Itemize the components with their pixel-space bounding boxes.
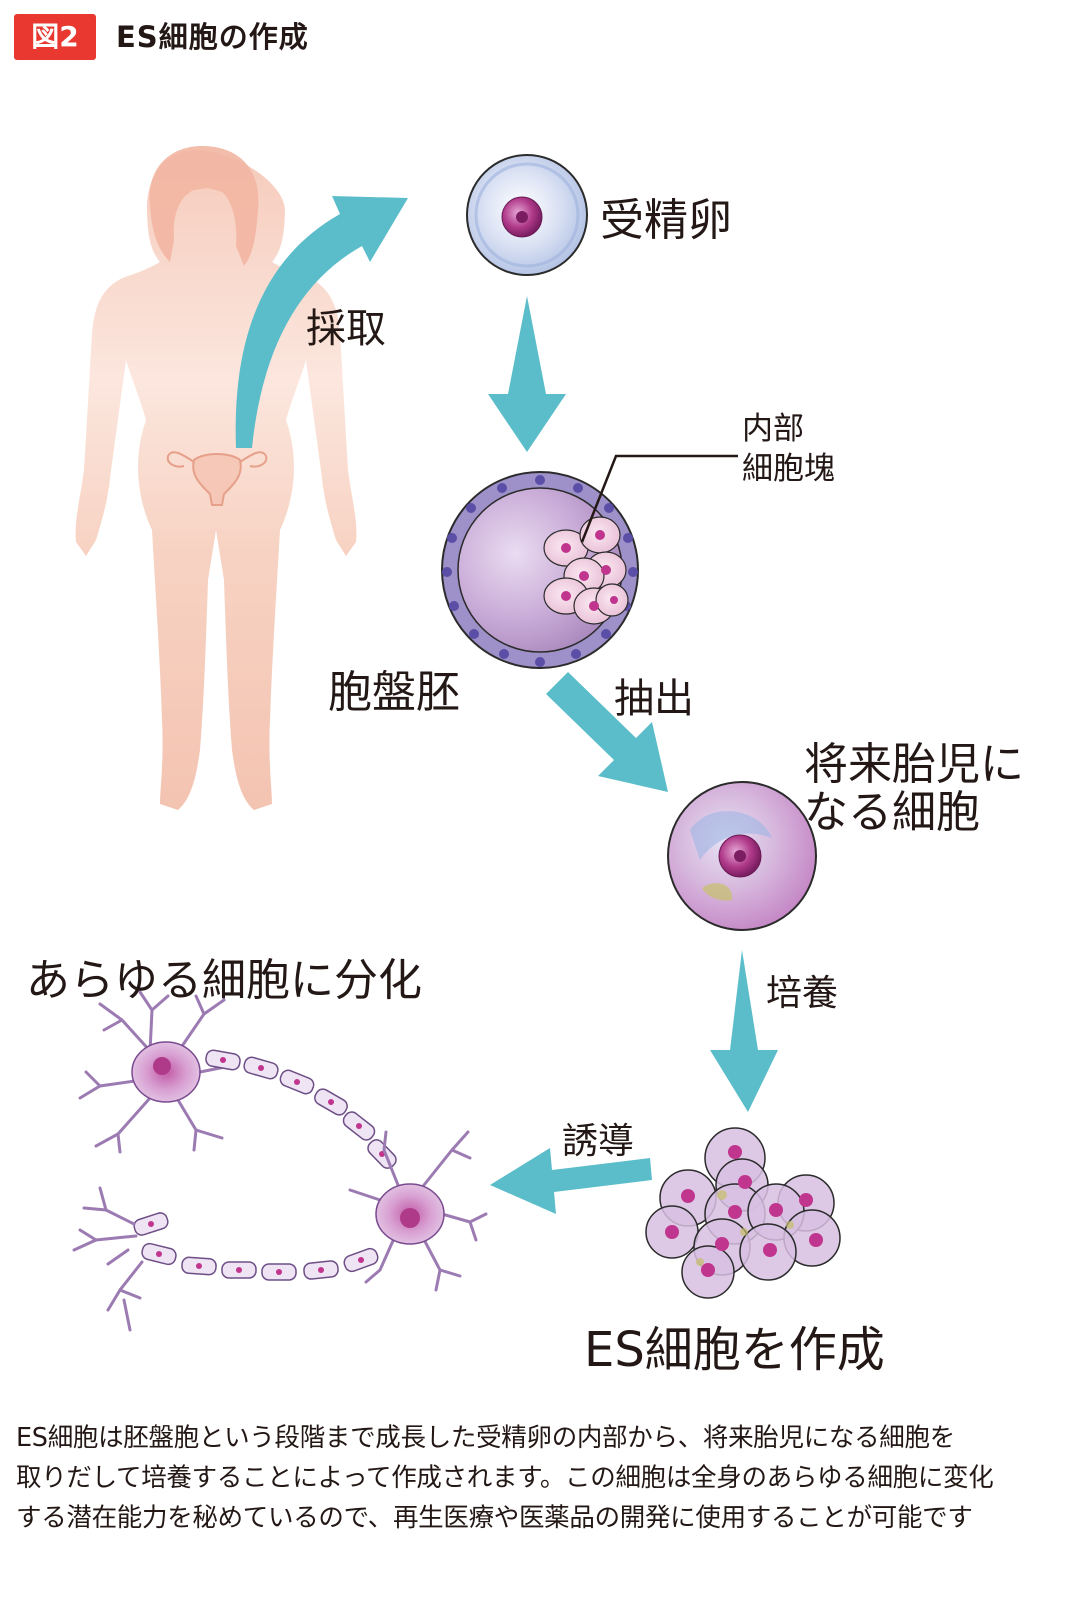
blastocyst-cell <box>441 471 639 669</box>
caption-line-3: する潜在能力を秘めているので、再生医療や医薬品の開発に使用することが可能です <box>16 1503 973 1533</box>
uterus-icon <box>166 451 268 506</box>
neuron-cell <box>72 990 488 1332</box>
es-cell-cluster <box>645 1127 841 1299</box>
label-es-cells: ES細胞を作成 <box>584 1322 885 1378</box>
label-differentiate: あらゆる細胞に分化 <box>26 955 422 1006</box>
arrow-cell-to-culture <box>710 950 778 1112</box>
fertilized-egg-cell <box>466 154 588 276</box>
arrow-es-to-neuron <box>490 1148 652 1214</box>
arrow-egg-to-blastocyst <box>488 296 566 452</box>
label-future-fetus-1: 将来胎児に <box>804 739 1024 790</box>
inner-cell-mass-leader-line <box>580 454 738 543</box>
label-inner-cell-mass-2: 細胞塊 <box>742 451 835 487</box>
label-induce: 誘導 <box>562 1121 635 1162</box>
caption-line-2: 取りだして培養することによって作成されます。この細胞は全身のあらゆる細胞に変化 <box>16 1463 994 1493</box>
label-extract: 抽出 <box>614 676 694 722</box>
label-culture: 培養 <box>766 973 839 1014</box>
arrow-blastocyst-to-cell <box>546 672 668 792</box>
label-blastocyst: 胞盤胚 <box>328 667 460 718</box>
label-harvest: 採取 <box>306 306 386 352</box>
figure-title: ES細胞の作成 <box>116 20 309 54</box>
label-fertilized-egg: 受精卵 <box>600 195 732 246</box>
isolated-cell <box>667 781 817 931</box>
caption: ES細胞は胚盤胞という段階まで成長した受精卵の内部から、将来胎児になる細胞を 取… <box>16 1418 1056 1538</box>
label-future-fetus-2: なる細胞 <box>804 787 980 838</box>
figure-badge: 図2 <box>14 14 96 60</box>
label-inner-cell-mass-1: 内部 <box>742 411 804 447</box>
caption-line-1: ES細胞は胚盤胞という段階まで成長した受精卵の内部から、将来胎児になる細胞を <box>16 1423 955 1453</box>
harvest-arrow <box>235 196 408 448</box>
